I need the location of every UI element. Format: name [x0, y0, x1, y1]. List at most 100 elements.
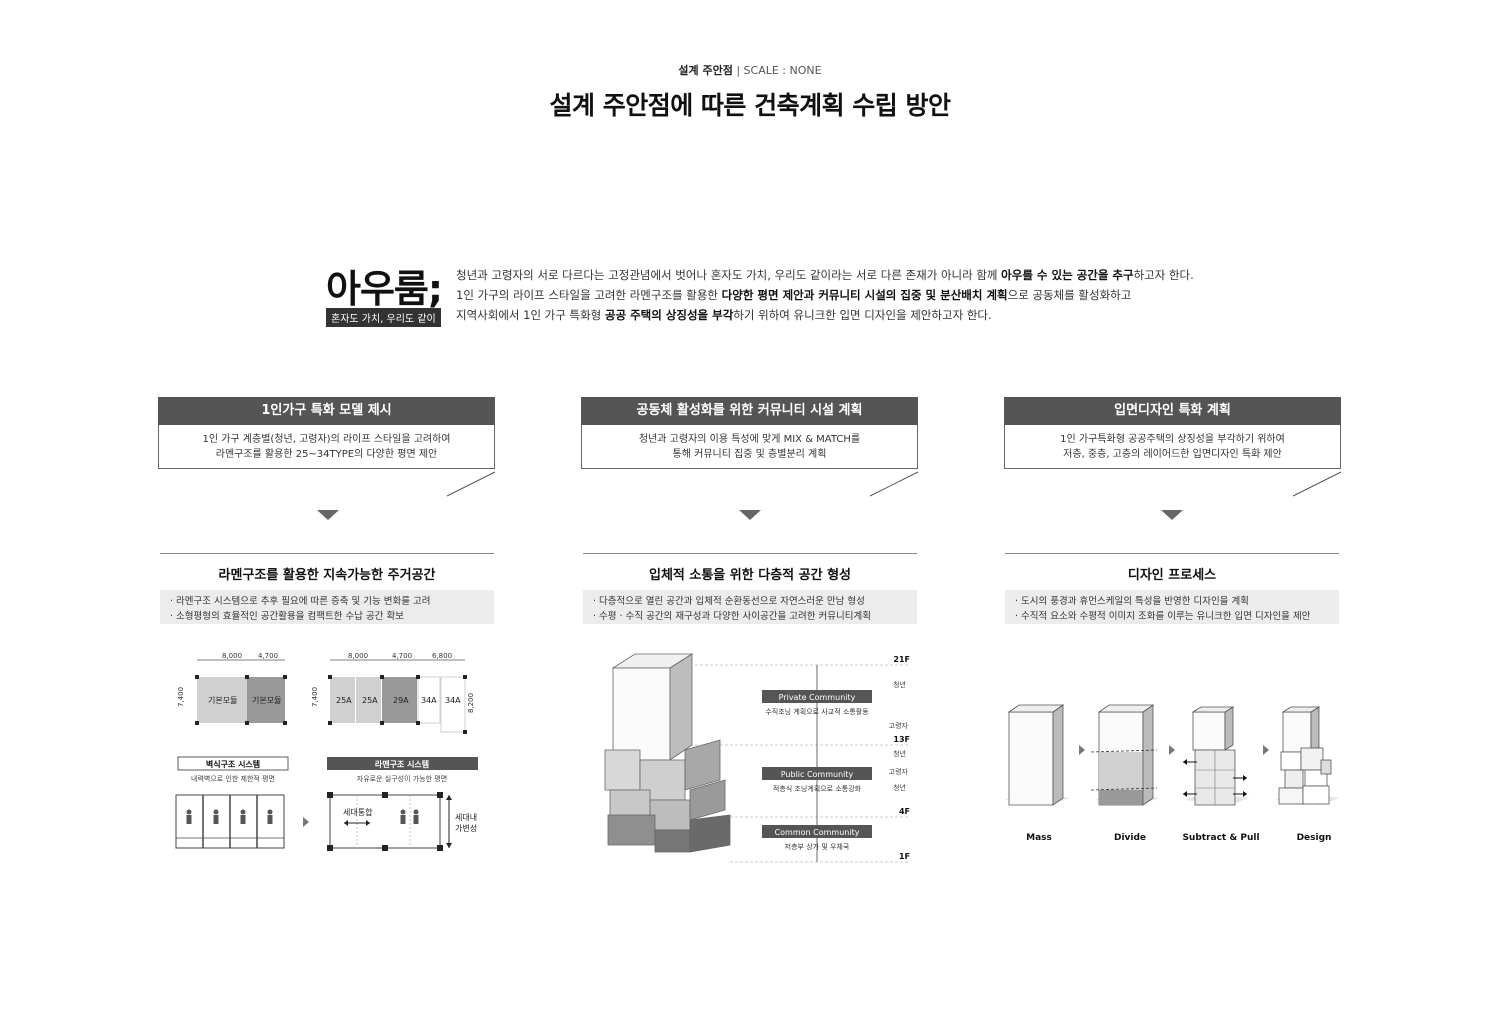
variable-label-1: 세대내	[455, 813, 477, 822]
right-dim-3: 6,800	[432, 652, 452, 660]
left-unit-1: 기본모듈	[208, 696, 237, 705]
column-2-bullets: · 다층적으로 열린 공간과 입체적 순환동선으로 자연스러운 만남 형성 · …	[583, 590, 917, 624]
step-label-design: Design	[1297, 833, 1332, 843]
common-community-title: Common Community	[775, 828, 860, 837]
concept-line-1: 청년과 고령자의 서로 다르다는 고정관념에서 벗어나 혼자도 가치, 우리도 …	[456, 267, 1194, 283]
step-label-divide: Divide	[1114, 833, 1146, 843]
right-unit-5: 34A	[445, 696, 461, 705]
column-2-bullet-2: · 수평 · 수직 공간의 재구성과 다양한 사이공간을 고려한 커뮤니티계획	[593, 611, 871, 622]
design-process-diagram: Mass Divide Subtract & Pull Design	[1005, 704, 1340, 843]
column-1-desc-line-2: 라멘구조를 활용한 25~34TYPE의 다양한 평면 제안	[215, 449, 438, 460]
person-icon	[400, 809, 406, 815]
floor-1f: 1F	[899, 852, 910, 861]
concept-line-2-bold: 다양한 평면 제안과 커뮤니티 시설의 집중 및 분산배치 계획	[721, 288, 1008, 302]
right-unit-1: 25A	[336, 696, 352, 705]
left-unit-2: 기본모듈	[252, 696, 281, 705]
floor-labels: 21F 13F 4F 1F	[893, 655, 910, 861]
step-subtract-pull	[1183, 706, 1250, 806]
concept-line-2: 1인 가구의 라이프 스타일을 고려한 라멘구조를 활용한 다양한 평면 제안과…	[456, 287, 1131, 303]
tower-front	[612, 667, 671, 761]
column-1-section-title: 라멘구조를 활용한 지속가능한 주거공간	[218, 568, 436, 583]
common-community-desc: 저층부 상가 및 우체국	[785, 842, 850, 851]
right-unit-3-fill	[382, 677, 417, 723]
merge-label: 세대통합	[343, 808, 373, 817]
floor-13f: 13F	[893, 735, 910, 744]
public-community-desc: 적층식 조닝계획으로 소통강화	[773, 784, 862, 793]
person-icons-rahmen	[400, 809, 419, 824]
step-divide	[1090, 704, 1160, 806]
side-label-5: 청년	[893, 783, 906, 792]
person-icon	[413, 809, 419, 815]
right-unit-2-fill	[356, 677, 381, 723]
process-step-labels: Mass Divide Subtract & Pull Design	[1026, 833, 1331, 843]
subtitle-bold: 설계 주안점	[678, 64, 733, 77]
plan-diagram: 8,000 4,700 7,400 기본모듈 기본모듈 8,000 4,700 …	[175, 652, 478, 851]
floor-4f: 4F	[899, 807, 910, 816]
column-2-rule	[583, 553, 917, 554]
person-icon	[240, 809, 246, 815]
concept-line-2-post: 으로 공동체를 활성화하고	[1007, 288, 1132, 302]
community-diagram: 21F 13F 4F 1F 청년 고령자 청년 고령자 청년 Private C…	[604, 653, 910, 863]
right-unit-4-fill	[417, 676, 441, 724]
variable-label-2: 가변성	[455, 823, 477, 833]
column-1-callout-tail	[446, 471, 496, 497]
column-3-callout-tail	[1292, 471, 1342, 497]
column-3-desc: 1인 가구특화형 공공주택의 상징성을 부각하기 위하여 저층, 중층, 고층의…	[1004, 425, 1341, 469]
rahmen-system-title: 라멘구조 시스템	[375, 759, 429, 769]
column-1-bullet-1: · 라멘구조 시스템으로 추후 필요에 따른 증축 및 기능 변화를 고려	[170, 596, 431, 607]
person-icon	[213, 809, 219, 815]
right-unit-3: 29A	[393, 696, 409, 705]
concept-badge: 혼자도 가치, 우리도 같이	[326, 308, 441, 327]
column-3-bullet-1: · 도시의 풍경과 휴먼스케일의 특성을 반영한 디자인을 계획	[1015, 596, 1249, 607]
column-1-bullets: · 라멘구조 시스템으로 추후 필요에 따른 증축 및 기능 변화를 고려 · …	[160, 590, 494, 624]
column-3-rule	[1005, 553, 1339, 554]
concept-semicolon: ;	[427, 267, 443, 311]
step-arrow-icon	[1079, 745, 1085, 755]
column-1-arrow-icon	[317, 510, 339, 520]
concept-line-1-post: 하고자 한다.	[1133, 268, 1194, 282]
column-3-desc-line-2: 저층, 중층, 고층의 레이어드한 입면디자인 특화 제안	[1063, 449, 1282, 460]
step-arrow-icon	[1169, 745, 1175, 755]
page-title: 설계 주안점에 따른 건축계획 수립 방안	[549, 91, 951, 120]
subtitle-rest: | SCALE : NONE	[736, 64, 822, 77]
column-2-desc-line-2: 통해 커뮤니티 집중 및 층별분리 계획	[672, 449, 827, 460]
column-2: 공동체 활성화를 위한 커뮤니티 시설 계획 청년과 고령자의 이용 특성에 맞…	[581, 397, 918, 469]
floor-21f: 21F	[893, 655, 910, 664]
right-side-dim: 7,400	[311, 687, 319, 707]
column-2-arrow-icon	[739, 510, 761, 520]
column-3-bullet-2: · 수직적 요소와 수평적 이미지 조화를 이루는 유니크한 입면 디자인을 제…	[1015, 611, 1311, 622]
person-icon	[267, 809, 273, 815]
header-subtitle: 설계 주안점 | SCALE : NONE	[0, 62, 1500, 78]
column-2-desc: 청년과 고령자의 이용 특성에 맞게 MIX & MATCH를 통해 커뮤니티 …	[581, 425, 918, 469]
common-community-box	[762, 825, 872, 838]
column-1-bullet-2: · 소형평형의 효율적인 공간활용을 컴팩트한 수납 공간 확보	[170, 611, 404, 622]
right-side-dim-2: 8,200	[467, 693, 475, 713]
step-design	[1275, 706, 1340, 805]
person-icon	[186, 809, 192, 815]
side-label-3: 청년	[893, 749, 906, 758]
left-unit-2-fill	[247, 677, 285, 723]
concept-word: 아우룸;	[326, 258, 443, 313]
side-label-4: 고령자	[889, 767, 909, 776]
wall-system-title: 벽식구조 시스템	[206, 759, 260, 769]
concept-line-2-pre: 1인 가구의 라이프 스타일을 고려한 라멘구조를 활용한	[456, 288, 722, 302]
step-label-subtract-pull: Subtract & Pull	[1182, 833, 1259, 843]
floor-lines	[695, 664, 910, 863]
column-2-section-title: 입체적 소통을 위한 다층적 공간 형성	[648, 568, 852, 583]
left-dim-2: 4,700	[258, 652, 278, 660]
stacked-boxes	[604, 739, 731, 853]
concept-line-1-bold: 아우를 수 있는 공간을 추구	[1001, 268, 1134, 282]
column-1-head: 1인가구 특화 모델 제시	[158, 397, 495, 425]
tower-side	[669, 653, 693, 761]
column-3-head: 입면디자인 특화 계획	[1004, 397, 1341, 425]
column-3-desc-line-1: 1인 가구특화형 공공주택의 상징성을 부각하기 위하여	[1060, 434, 1285, 445]
right-unit-1-fill	[330, 677, 355, 723]
column-3-bullets: · 도시의 풍경과 휴먼스케일의 특성을 반영한 디자인을 계획 · 수직적 요…	[1005, 590, 1339, 624]
left-plan-columns	[195, 675, 287, 725]
column-1: 1인가구 특화 모델 제시 1인 가구 계층별(청년, 고령자)의 라이프 스타…	[158, 397, 495, 469]
concept-line-1-pre: 청년과 고령자의 서로 다르다는 고정관념에서 벗어나 혼자도 가치, 우리도 …	[456, 268, 1002, 282]
concept-line-3: 지역사회에서 1인 가구 특화형 공공 주택의 상징성을 부각하기 위하여 유니…	[456, 307, 992, 323]
rahmen-system-desc: 자유로운 실구성이 가능한 평면	[357, 774, 447, 783]
column-2-head: 공동체 활성화를 위한 커뮤니티 시설 계획	[581, 397, 918, 425]
rahmen-system-label-box	[327, 757, 478, 770]
